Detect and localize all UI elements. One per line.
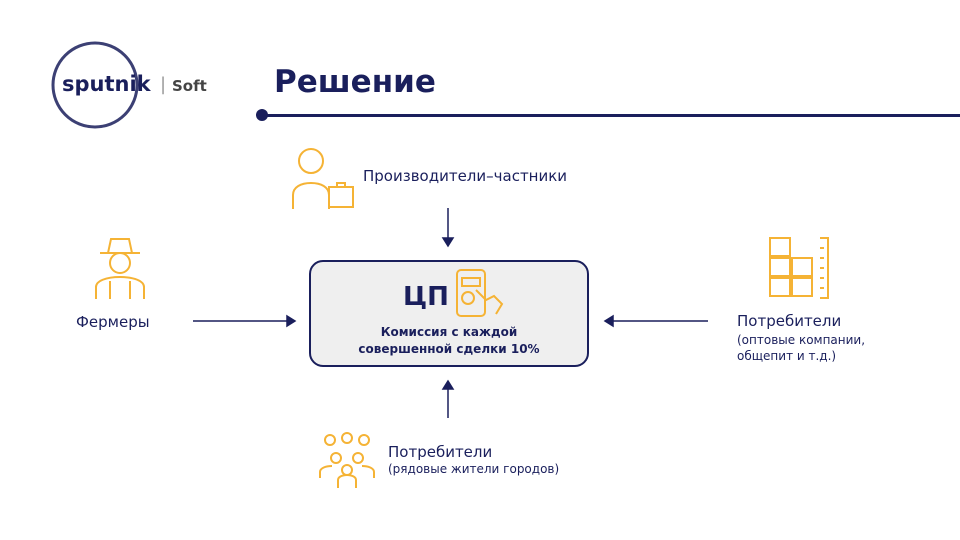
logo-orbit-icon [51, 41, 139, 129]
farmer-icon [95, 238, 145, 299]
citizens-sub: (рядовые жители городов) [388, 462, 560, 476]
logo-brand: sputnik [62, 72, 151, 96]
arrow-up-icon [441, 379, 455, 418]
wholesale-label: Потребители [737, 312, 842, 330]
title-dot [256, 109, 268, 121]
arrow-left-icon [603, 314, 708, 328]
center-box: ЦП Комиссия с каждой совершенной сделки … [309, 260, 589, 367]
logo-suffix: Soft [172, 77, 207, 95]
arrow-down-icon [441, 208, 455, 248]
warehouse-boxes-icon [769, 237, 829, 299]
producer-icon [292, 148, 354, 209]
center-caption-line2: совершенной сделки 10% [358, 342, 540, 356]
phone-tap-icon [456, 269, 504, 317]
logo: sputnik | Soft [50, 40, 207, 130]
title-underline [260, 114, 960, 117]
people-group-icon [319, 432, 375, 488]
wholesale-sub2: общепит и т.д.) [737, 349, 837, 363]
farmers-label: Фермеры [76, 313, 150, 331]
wholesale-sub1: (оптовые компании, [737, 333, 866, 347]
arrow-right-icon [193, 314, 297, 328]
page-title: Решение [274, 64, 436, 100]
center-label: ЦП [403, 282, 449, 312]
citizens-label: Потребители [388, 443, 493, 461]
producers-label: Производители–частники [363, 167, 568, 185]
center-caption-line1: Комиссия с каждой [380, 325, 518, 339]
